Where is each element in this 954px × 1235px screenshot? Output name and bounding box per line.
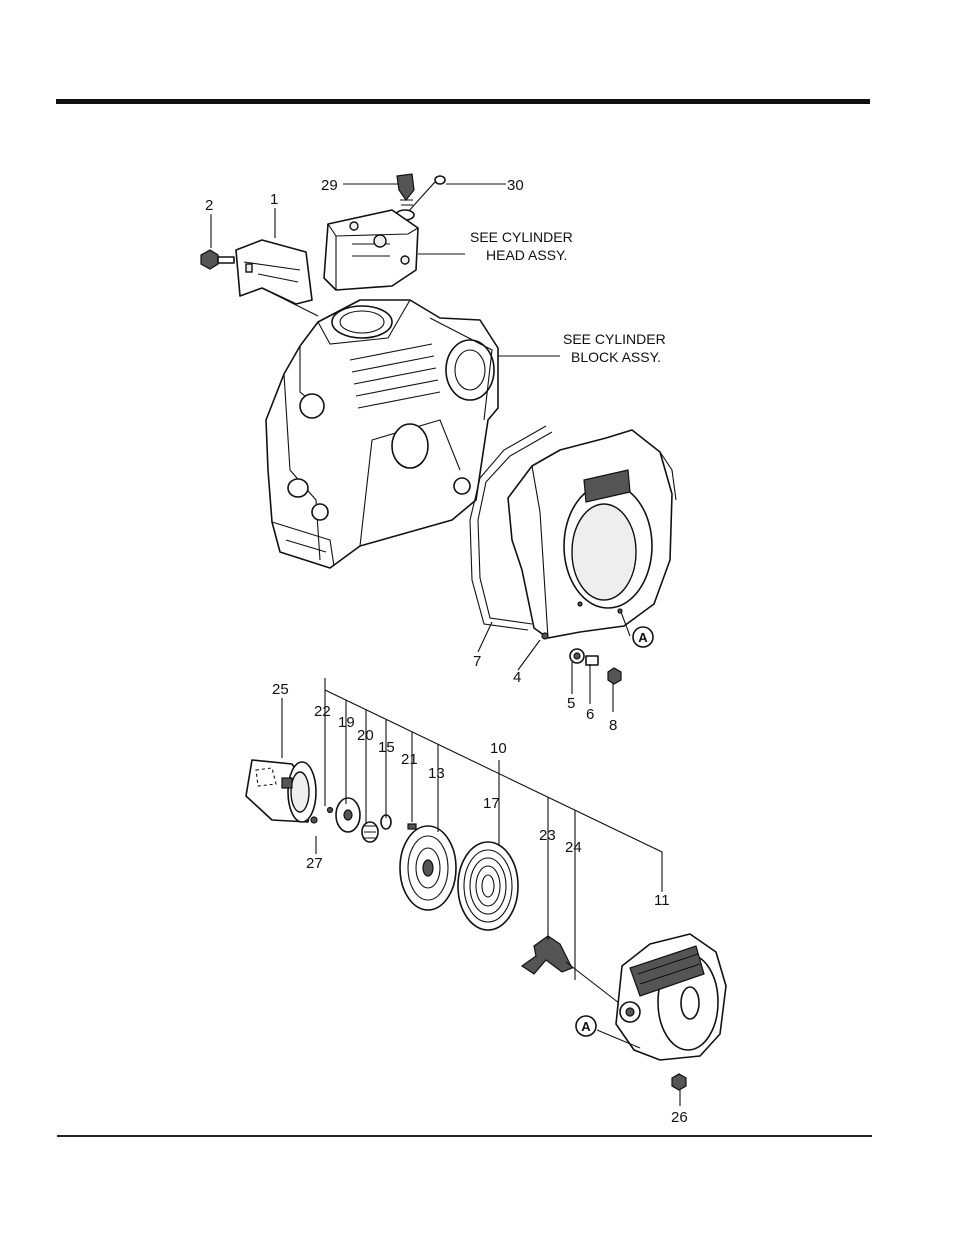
note-head-line-2: HEAD ASSY. [486,247,567,263]
callout-23: 23 [539,827,556,844]
callout-26: 26 [671,1109,688,1126]
callout-11: 11 [654,892,670,909]
part-23-starter-handle [522,936,572,974]
part-27-screw [311,817,317,823]
note-block-line-2: BLOCK ASSY. [571,349,661,365]
part-17-recoil-spring [458,842,518,930]
reference-mark-a-lower: A [576,1016,596,1036]
callout-8: 8 [609,717,617,734]
part-5-collar [570,649,584,663]
callout-27: 27 [306,855,323,872]
part-6-spacer [586,656,598,665]
part-8-bolt [608,668,621,684]
svg-text:A: A [638,630,648,645]
callout-6: 6 [586,706,594,723]
note-see-cylinder-head: SEE CYLINDER HEAD ASSY. [470,229,573,263]
part-26-bolt [672,1074,686,1090]
part-25-starter-pulley [246,760,316,822]
callout-29: 29 [321,177,338,194]
svg-text:A: A [581,1019,591,1034]
note-head-line-1: SEE CYLINDER [470,229,573,245]
note-block-line-1: SEE CYLINDER [563,331,666,347]
callout-22: 22 [314,703,331,720]
callout-30: 30 [507,177,524,194]
callout-7: 7 [473,653,481,670]
callout-25: 25 [272,681,289,698]
callout-21: 21 [401,751,418,768]
note-see-cylinder-block: SEE CYLINDER BLOCK ASSY. [563,331,666,365]
part-2-bolt [201,250,234,269]
reference-mark-a-upper: A [633,627,653,647]
cylinder-head [324,210,418,290]
callout-20: 20 [357,727,374,744]
cylinder-block [266,300,498,568]
callout-10: 10 [490,740,507,757]
part-22-spring [328,808,333,813]
part-13-reel [400,826,456,910]
callout-17: 17 [483,795,500,812]
part-21-ratchet [408,824,416,829]
callout-15: 15 [378,739,395,756]
callout-19: 19 [338,714,355,731]
part-19-friction-plate [336,798,360,832]
part-29-cap [397,174,414,205]
callout-24: 24 [565,839,582,856]
part-1-cover-plate [236,240,318,316]
callout-5: 5 [567,695,575,712]
part-4-fan-housing [508,430,676,639]
part-11-starter-case [616,934,726,1060]
part-20-spring [362,822,378,842]
callout-4: 4 [513,669,521,686]
callout-13: 13 [428,765,445,782]
callout-1: 1 [270,191,278,208]
callout-2: 2 [205,197,213,214]
